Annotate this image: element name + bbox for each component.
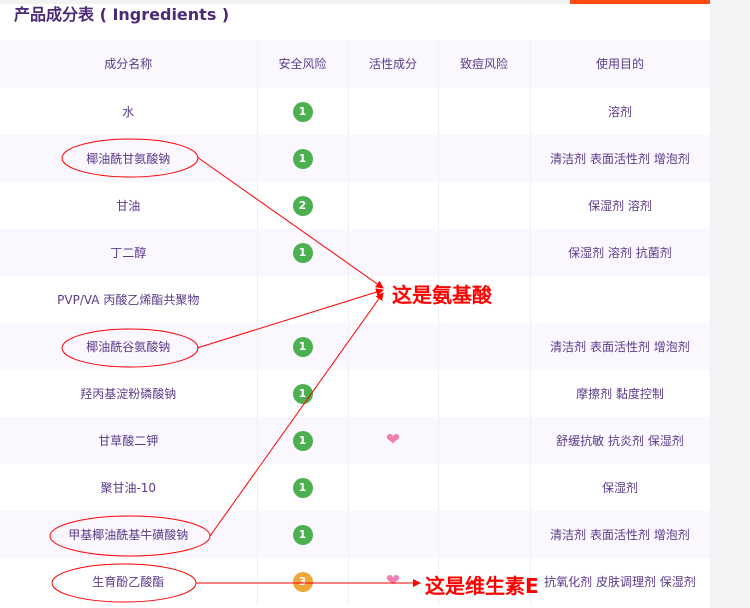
safety-risk: 2 <box>257 182 349 229</box>
table-row[interactable]: 水 1 溶剂 <box>0 88 711 135</box>
purpose: 清洁剂 表面活性剂 增泡剂 <box>530 511 711 558</box>
table-row[interactable]: 椰油酰甘氨酸钠 1 清洁剂 表面活性剂 增泡剂 <box>0 135 711 182</box>
table-row[interactable]: 甘草酸二钾 1 ❤ 舒缓抗敏 抗炎剂 保湿剂 <box>0 417 711 464</box>
col-safety: 安全风险 <box>257 40 349 88</box>
safety-risk: 1 <box>257 370 349 417</box>
purpose: 保湿剂 溶剂 抗菌剂 <box>530 229 711 276</box>
col-purpose: 使用目的 <box>530 40 711 88</box>
risk-badge: 1 <box>292 148 313 169</box>
ingredient-name[interactable]: 甘油 <box>0 182 258 229</box>
active-ingredient <box>348 511 439 558</box>
safety-risk: 3 <box>257 558 349 605</box>
table-row[interactable]: 椰油酰谷氨酸钠 1 清洁剂 表面活性剂 增泡剂 <box>0 323 711 370</box>
risk-badge: 1 <box>292 383 313 404</box>
acne-risk <box>438 135 531 182</box>
safety-risk: 1 <box>257 464 349 511</box>
table-row[interactable]: 丁二醇 1 保湿剂 溶剂 抗菌剂 <box>0 229 711 276</box>
safety-risk <box>257 276 349 323</box>
safety-risk: 1 <box>257 88 349 135</box>
ingredient-name[interactable]: 椰油酰谷氨酸钠 <box>0 323 258 370</box>
active-ingredient <box>348 464 439 511</box>
accent-tab[interactable] <box>570 0 730 4</box>
annotation-vitamin-e: 这是维生素E <box>425 574 539 598</box>
section-title: 产品成分表 ( Ingredients ) <box>14 5 230 24</box>
active-ingredient <box>348 229 439 276</box>
acne-risk <box>438 558 531 605</box>
acne-risk <box>438 323 531 370</box>
table-row[interactable]: 聚甘油-10 1 保湿剂 <box>0 464 711 511</box>
purpose: 保湿剂 <box>530 464 711 511</box>
active-ingredient <box>348 88 439 135</box>
risk-badge: 1 <box>292 524 313 545</box>
risk-badge: 1 <box>292 477 313 498</box>
ingredient-name[interactable]: PVP/VA 丙酸乙烯酯共聚物 <box>0 276 258 323</box>
risk-badge: 1 <box>292 430 313 451</box>
acne-risk <box>438 370 531 417</box>
purpose: 抗氧化剂 皮肤调理剂 保湿剂 <box>530 558 711 605</box>
ingredient-name[interactable]: 水 <box>0 88 258 135</box>
table-row[interactable]: 生育酚乙酸酯 3 ❤ 抗氧化剂 皮肤调理剂 保湿剂 <box>0 558 711 605</box>
ingredient-name[interactable]: 丁二醇 <box>0 229 258 276</box>
acne-risk <box>438 276 531 323</box>
safety-risk: 1 <box>257 323 349 370</box>
acne-risk <box>438 229 531 276</box>
risk-badge: 1 <box>292 101 313 122</box>
safety-risk: 1 <box>257 135 349 182</box>
ingredient-name[interactable]: 生育酚乙酸酯 <box>0 558 258 605</box>
ingredient-name[interactable]: 甘草酸二钾 <box>0 417 258 464</box>
active-ingredient <box>348 323 439 370</box>
risk-badge: 3 <box>292 571 313 592</box>
col-acne: 致痘风险 <box>438 40 531 88</box>
purpose: 舒缓抗敏 抗炎剂 保湿剂 <box>530 417 711 464</box>
heart-icon: ❤ <box>385 430 401 450</box>
active-ingredient <box>348 370 439 417</box>
risk-badge: 1 <box>292 336 313 357</box>
purpose: 清洁剂 表面活性剂 增泡剂 <box>530 135 711 182</box>
safety-risk: 1 <box>257 511 349 558</box>
purpose: 溶剂 <box>530 88 711 135</box>
ingredient-name[interactable]: 聚甘油-10 <box>0 464 258 511</box>
table-row[interactable]: PVP/VA 丙酸乙烯酯共聚物 <box>0 276 711 323</box>
acne-risk <box>438 464 531 511</box>
col-active: 活性成分 <box>348 40 439 88</box>
active-ingredient <box>348 135 439 182</box>
risk-badge: 2 <box>292 195 313 216</box>
acne-risk <box>438 88 531 135</box>
purpose: 清洁剂 表面活性剂 增泡剂 <box>530 323 711 370</box>
ingredient-name[interactable]: 甲基椰油酰基牛磺酸钠 <box>0 511 258 558</box>
table-row[interactable]: 甘油 2 保湿剂 溶剂 <box>0 182 711 229</box>
ingredient-name[interactable]: 羟丙基淀粉磷酸钠 <box>0 370 258 417</box>
acne-risk <box>438 511 531 558</box>
purpose: 摩擦剂 黏度控制 <box>530 370 711 417</box>
table-row[interactable]: 羟丙基淀粉磷酸钠 1 摩擦剂 黏度控制 <box>0 370 711 417</box>
page-gutter <box>710 0 750 608</box>
purpose <box>530 276 711 323</box>
ingredient-name[interactable]: 椰油酰甘氨酸钠 <box>0 135 258 182</box>
top-bar <box>0 0 750 4</box>
annotation-amino-acid: 这是氨基酸 <box>392 283 492 307</box>
safety-risk: 1 <box>257 229 349 276</box>
acne-risk <box>438 182 531 229</box>
safety-risk: 1 <box>257 417 349 464</box>
ingredients-table: 成分名称 安全风险 活性成分 致痘风险 使用目的 水 1 溶剂椰油酰甘氨酸钠 1… <box>0 40 711 605</box>
purpose: 保湿剂 溶剂 <box>530 182 711 229</box>
col-name: 成分名称 <box>0 40 258 88</box>
table-header: 成分名称 安全风险 活性成分 致痘风险 使用目的 <box>0 40 711 88</box>
risk-badge: 1 <box>292 242 313 263</box>
acne-risk <box>438 417 531 464</box>
table-row[interactable]: 甲基椰油酰基牛磺酸钠 1 清洁剂 表面活性剂 增泡剂 <box>0 511 711 558</box>
heart-icon: ❤ <box>385 571 401 591</box>
active-ingredient <box>348 182 439 229</box>
active-ingredient: ❤ <box>348 417 439 464</box>
active-ingredient: ❤ <box>348 558 439 605</box>
